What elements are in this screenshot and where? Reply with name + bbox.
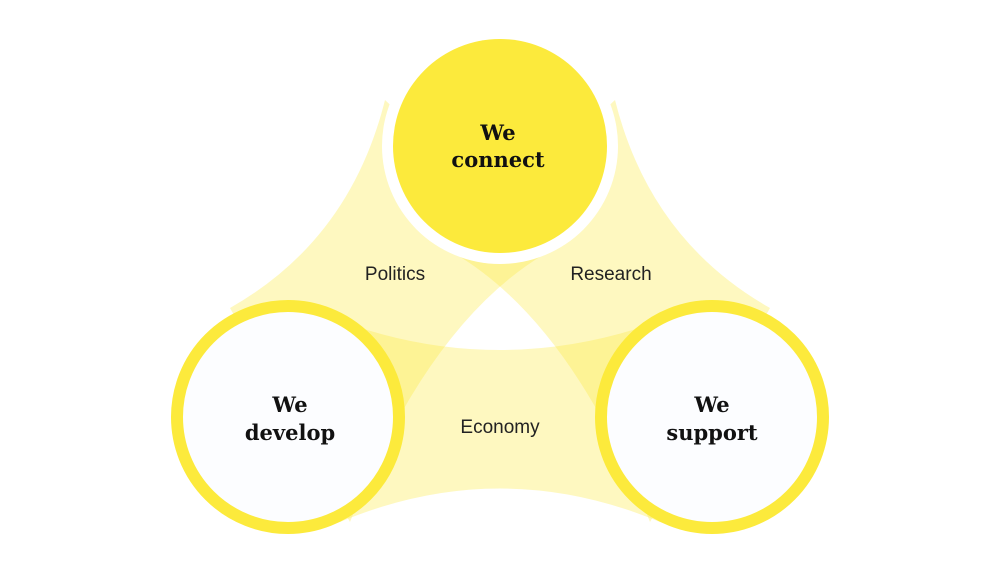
node-support-line2: support bbox=[666, 420, 758, 445]
label-economy: Economy bbox=[460, 417, 540, 438]
node-develop-line1: We bbox=[271, 392, 307, 417]
label-research: Research bbox=[570, 264, 651, 285]
band-economy bbox=[290, 300, 710, 522]
node-develop-line2: develop bbox=[245, 420, 335, 445]
node-we-support bbox=[595, 300, 829, 534]
label-politics: Politics bbox=[365, 264, 425, 285]
node-support-line1: We bbox=[693, 392, 729, 417]
node-we-connect bbox=[393, 39, 607, 253]
node-connect-line2: connect bbox=[451, 147, 544, 172]
node-we-develop bbox=[171, 300, 405, 534]
node-connect-line1: We bbox=[479, 120, 515, 145]
